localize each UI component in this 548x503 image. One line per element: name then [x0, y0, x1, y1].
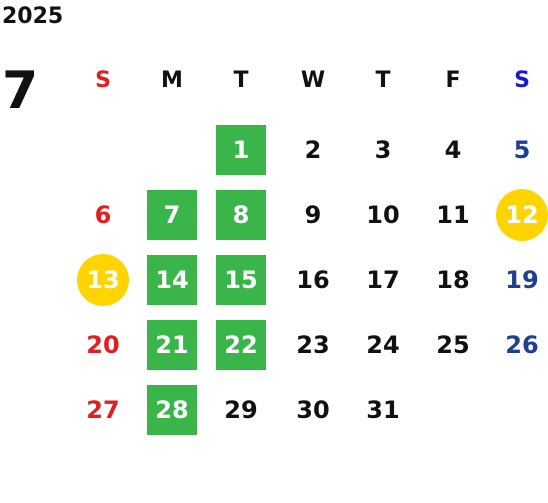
day-cell-1[interactable]: 1: [216, 125, 266, 175]
weekday-6: S: [514, 68, 530, 93]
month-label: 7: [2, 61, 39, 121]
weekday-2: T: [233, 68, 249, 93]
day-cell-9[interactable]: 9: [304, 201, 322, 229]
day-cell-11[interactable]: 11: [436, 201, 470, 229]
day-cell-28[interactable]: 28: [147, 385, 197, 435]
day-cell-23[interactable]: 23: [296, 331, 330, 359]
day-cell-29[interactable]: 29: [224, 396, 258, 424]
day-cell-22[interactable]: 22: [216, 320, 266, 370]
day-cell-5[interactable]: 5: [513, 136, 531, 164]
weekday-1: M: [161, 68, 183, 93]
day-cell-4[interactable]: 4: [444, 136, 462, 164]
day-cell-24[interactable]: 24: [366, 331, 400, 359]
day-cell-2[interactable]: 2: [304, 136, 322, 164]
day-cell-3[interactable]: 3: [374, 136, 392, 164]
day-cell-26[interactable]: 26: [505, 331, 539, 359]
day-cell-21[interactable]: 21: [147, 320, 197, 370]
weekday-5: F: [445, 68, 461, 93]
day-cell-6[interactable]: 6: [94, 201, 112, 229]
day-cell-16[interactable]: 16: [296, 266, 330, 294]
day-cell-7[interactable]: 7: [147, 190, 197, 240]
day-cell-14[interactable]: 14: [147, 255, 197, 305]
day-cell-27[interactable]: 27: [86, 396, 120, 424]
weekday-3: W: [300, 68, 326, 93]
day-cell-18[interactable]: 18: [436, 266, 470, 294]
weekday-0: S: [95, 68, 111, 93]
day-cell-15[interactable]: 15: [216, 255, 266, 305]
day-cell-31[interactable]: 31: [366, 396, 400, 424]
day-cell-8[interactable]: 8: [216, 190, 266, 240]
day-cell-17[interactable]: 17: [366, 266, 400, 294]
year-label: 2025: [2, 4, 64, 29]
day-cell-19[interactable]: 19: [505, 266, 539, 294]
weekday-4: T: [375, 68, 391, 93]
day-cell-10[interactable]: 10: [366, 201, 400, 229]
day-cell-13[interactable]: 13: [77, 254, 129, 306]
day-cell-25[interactable]: 25: [436, 331, 470, 359]
day-cell-20[interactable]: 20: [86, 331, 120, 359]
day-cell-12[interactable]: 12: [496, 189, 548, 241]
day-cell-30[interactable]: 30: [296, 396, 330, 424]
